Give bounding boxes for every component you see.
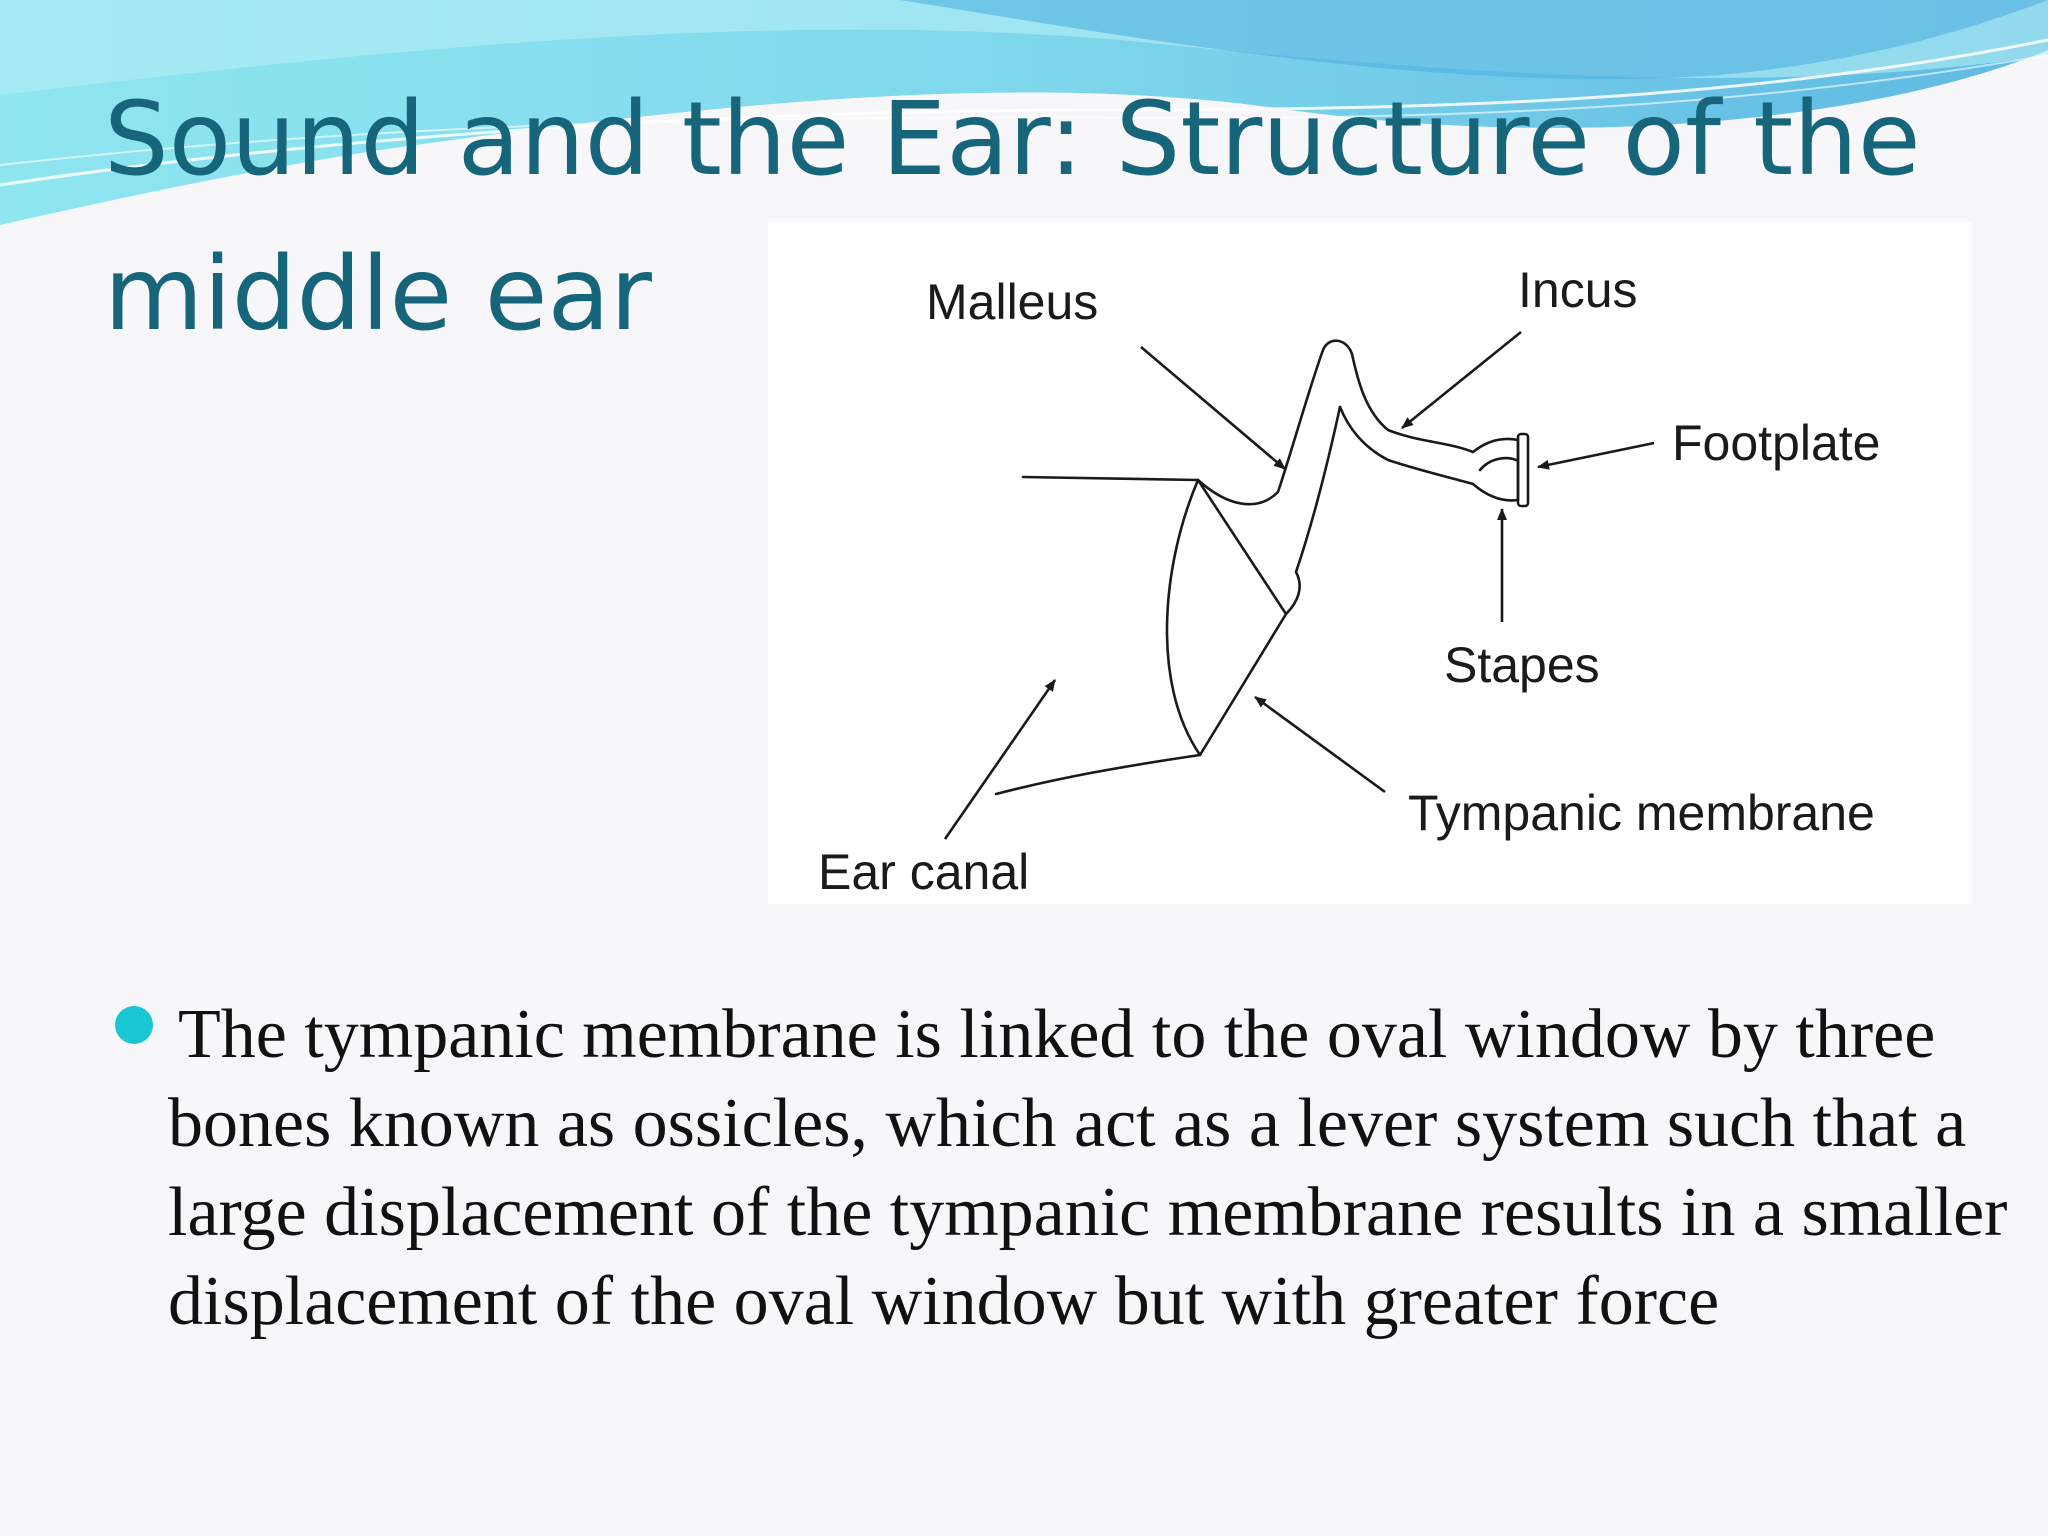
incus-arrow	[1401, 330, 1522, 430]
malleus-arrow	[1140, 346, 1286, 470]
ear-canal-lower-wall	[994, 753, 1202, 796]
label-tympanic-membrane: Tympanic membrane	[1408, 785, 1875, 841]
middle-ear-diagram: Malleus Incus Footplate Stapes Tympanic …	[768, 222, 1972, 904]
malleus-bone	[1196, 339, 1354, 506]
header-swoosh-decoration	[0, 0, 2048, 225]
footplate-arrow	[1537, 441, 1655, 470]
bullet-icon	[115, 1006, 153, 1044]
bullet-text: The tympanic membrane is linked to the o…	[168, 996, 2008, 1340]
label-stapes: Stapes	[1444, 637, 1600, 693]
tympanic-membrane-shape	[1165, 478, 1288, 757]
slide-title: Sound and the Ear: Structure of the midd…	[104, 80, 1921, 354]
tympanic-membrane-arrow	[1254, 695, 1386, 794]
label-incus: Incus	[1518, 262, 1638, 318]
label-footplate: Footplate	[1672, 415, 1880, 471]
middle-ear-drawing: Malleus Incus Footplate Stapes Tympanic …	[818, 262, 1880, 900]
ear-canal-arrow	[943, 679, 1057, 840]
ear-canal-upper-wall	[1021, 475, 1200, 482]
footplate-shape	[1516, 432, 1530, 508]
label-malleus: Malleus	[926, 274, 1098, 330]
incus-bone	[1350, 352, 1475, 454]
label-ear-canal: Ear canal	[818, 844, 1029, 900]
